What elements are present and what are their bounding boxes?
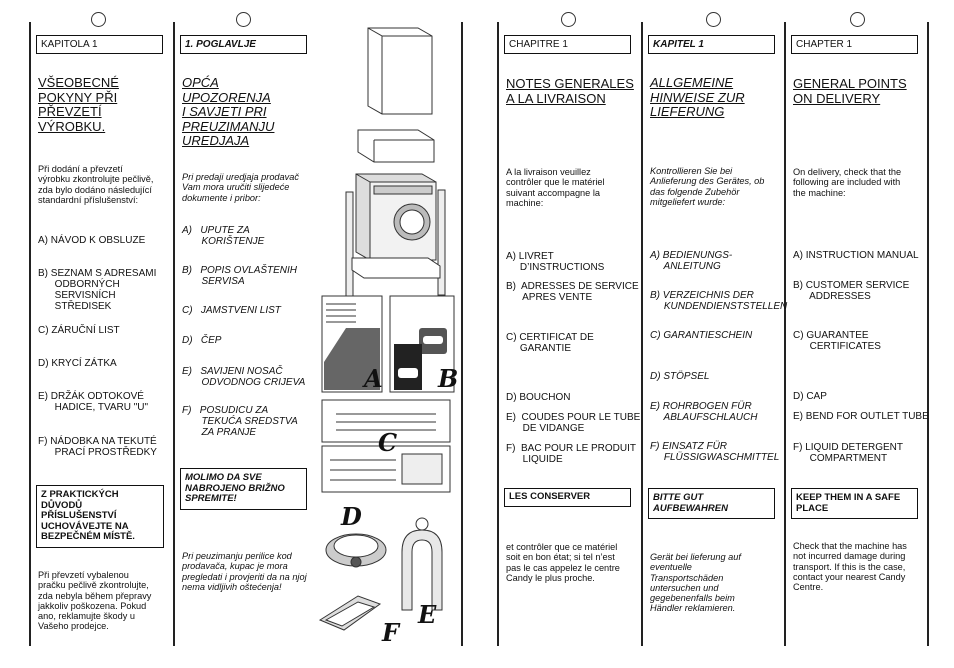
figure-label-f: F <box>382 618 400 647</box>
list-item: D) CAP <box>793 391 827 402</box>
list-item: C) JAMSTVENI LIST <box>182 305 281 316</box>
list-item: D) STÖPSEL <box>650 371 710 382</box>
list-item: A) BEDIENUNGS- ANLEITUNG <box>650 250 733 272</box>
figure-label-c: C <box>378 428 398 457</box>
column-divider <box>29 22 31 646</box>
list-item: F) NÁDOBKA NA TEKUTÉ PRACÍ PROSTŘEDKY <box>38 436 157 458</box>
list-item: E) COUDES POUR LE TUBE DE VIDANGE <box>506 412 641 434</box>
list-item: C) CERTIFICAT DE GARANTIE <box>506 332 594 354</box>
section-title: OPĆA UPOZORENJA I SAVJETI PRI PREUZIMANJ… <box>182 75 275 148</box>
list-item: F) LIQUID DETERGENT COMPARTMENT <box>793 442 904 464</box>
figure-label-d: D <box>341 502 362 531</box>
column-divider <box>641 22 643 646</box>
intro-text: On delivery, check that the following ar… <box>793 167 902 198</box>
chapter-header: KAPITEL 1 <box>648 35 775 54</box>
keep-safe-box: BITTE GUT AUFBEWAHREN <box>648 488 775 519</box>
keep-safe-box: LES CONSERVER <box>504 488 631 507</box>
intro-text: Kontrollieren Sie bei Anlieferung des Ge… <box>650 166 765 207</box>
list-item: E) SAVIJENI NOSAČ ODVODNOG CRIJEVA <box>182 366 306 388</box>
page-number-circle <box>561 12 576 27</box>
figure-label-e: E <box>418 600 437 629</box>
list-item: B) ADRESSES DE SERVICE APRES VENTE <box>506 281 639 303</box>
closing-text: Gerät bei lieferung auf eventuelle Trans… <box>650 552 741 614</box>
list-item: B) VERZEICHNIS DER KUNDENDIENSTSTELLEN <box>650 290 788 312</box>
accessories-illustration <box>318 27 455 631</box>
side-panel-icon <box>437 189 446 296</box>
list-item: D) ČEP <box>182 335 222 346</box>
list-item: C) ZÁRUČNÍ LIST <box>38 325 120 336</box>
list-item: D) BOUCHON <box>506 392 571 403</box>
closing-text: et contrôler que ce matériel soit en bon… <box>506 542 620 583</box>
packaging-box-icon <box>367 27 433 115</box>
chapter-header: 1. POGLAVLJE <box>180 35 307 54</box>
guarantee-certificate-icon <box>321 399 451 493</box>
keep-safe-box: KEEP THEM IN A SAFE PLACE <box>791 488 918 519</box>
cap-icon <box>325 533 387 568</box>
section-title: VŠEOBECNÉ POKYNY PŘI PŘEVZETÍ VÝROBKU. <box>38 75 119 134</box>
list-item: A) NÁVOD K OBSLUZE <box>38 235 146 246</box>
list-item: C) GARANTIESCHEIN <box>650 330 753 341</box>
column-divider <box>784 22 786 646</box>
list-item: B) POPIS OVLAŠTENIH SERVISA <box>182 265 298 287</box>
list-item: D) KRYCÍ ZÁTKA <box>38 358 117 369</box>
page-number-circle <box>91 12 106 27</box>
closing-text: Pri peuzimanju perilice kod prodavača, k… <box>182 551 307 592</box>
figure-label-b: B <box>438 364 459 393</box>
list-item: E) ROHRBOGEN FÜR ABLAUFSCHLAUCH <box>650 401 758 423</box>
intro-text: A la livraison veuillez contrôler que le… <box>506 167 605 208</box>
keep-safe-box: Z PRAKTICKÝCH DŮVODŮ PŘÍSLUŠENSTVÍ UCHOV… <box>36 485 164 548</box>
list-item: A) LIVRET D’INSTRUCTIONS <box>506 251 605 273</box>
column-divider <box>173 22 175 646</box>
chapter-header: CHAPITRE 1 <box>504 35 631 54</box>
section-title: NOTES GENERALES A LA LIVRAISON <box>506 76 634 106</box>
detergent-compartment-icon <box>318 595 382 631</box>
page-number-circle <box>850 12 865 27</box>
hose-bend-icon <box>401 517 443 611</box>
intro-text: Při dodání a převzetí výrobku zkontroluj… <box>38 164 154 205</box>
list-item: E) BEND FOR OUTLET TUBE <box>793 411 929 422</box>
section-title: GENERAL POINTS ON DELIVERY <box>793 76 907 106</box>
foam-top-icon <box>357 129 435 163</box>
section-title: ALLGEMEINE HINWEISE ZUR LIEFERUNG <box>650 75 745 119</box>
foam-base-icon <box>351 257 441 279</box>
list-item: C) GUARANTEE CERTIFICATES <box>793 330 881 352</box>
list-item: F) BAC POUR LE PRODUIT LIQUIDE <box>506 443 637 465</box>
intro-text: Pri predaji uredjaja prodavač Vam mora u… <box>182 172 299 203</box>
page-number-circle <box>236 12 251 27</box>
chapter-header: KAPITOLA 1 <box>36 35 163 54</box>
column-divider <box>927 22 929 646</box>
page-number-circle <box>706 12 721 27</box>
chapter-header: CHAPTER 1 <box>791 35 918 54</box>
list-item: A) INSTRUCTION MANUAL <box>793 250 919 261</box>
list-item: E) DRŽÁK ODTOKOVÉ HADICE, TVARU "U" <box>38 391 149 413</box>
washing-machine-icon <box>355 173 437 261</box>
column-divider <box>461 22 463 646</box>
list-item: A) UPUTE ZA KORIŠTENJE <box>182 225 265 247</box>
closing-text: Check that the machine has not incurred … <box>793 541 907 593</box>
closing-text: Při převzetí vybalenou pračku pečlivě zk… <box>38 570 152 632</box>
list-item: F) POSUDICU ZA TEKUĆA SREDSTVA ZA PRANJE <box>182 405 298 438</box>
figure-label-a: A <box>364 364 383 393</box>
list-item: F) EINSATZ FÜR FLÜSSIGWASCHMITTEL <box>650 441 780 463</box>
side-panel-icon <box>345 191 354 298</box>
keep-safe-box: MOLIMO DA SVE NABROJENO BRIŽNO SPREMITE! <box>180 468 307 510</box>
list-item: B) CUSTOMER SERVICE ADDRESSES <box>793 280 910 302</box>
list-item: B) SEZNAM S ADRESAMI ODBORNÝCH SERVISNÍC… <box>38 268 157 312</box>
column-divider <box>497 22 499 646</box>
